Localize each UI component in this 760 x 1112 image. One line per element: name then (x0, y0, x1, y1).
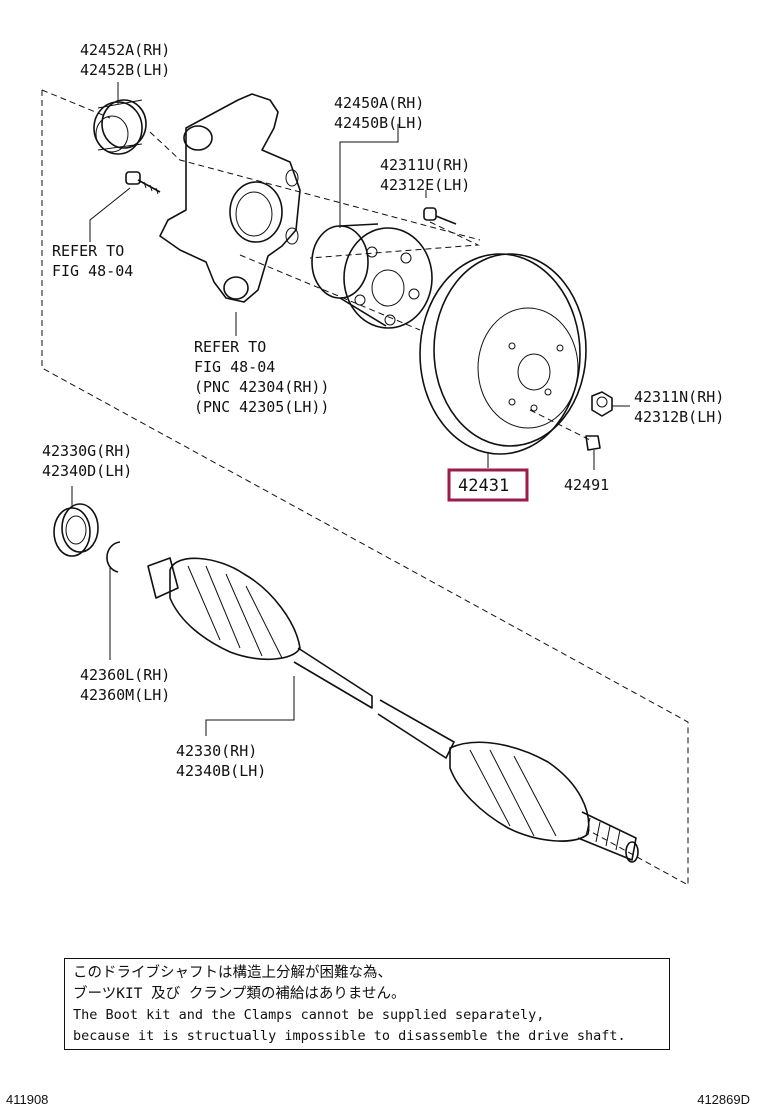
label-42330-lh: 42340B(LH) (176, 762, 266, 780)
brake-disc-42431[interactable] (419, 253, 587, 455)
hub-bearing-42450[interactable] (311, 223, 433, 329)
label-42311u-rh: 42311U(RH) (380, 156, 470, 174)
label-42311n: 42311N(RH) 42312B(LH) (634, 388, 724, 426)
label-42360: 42360L(RH) 42360M(LH) (80, 666, 170, 704)
label-42452: 42452A(RH) 42452B(LH) (80, 41, 170, 79)
label-42452-rh: 42452A(RH) (80, 41, 170, 59)
label-42491: 42491 (564, 476, 609, 494)
label-42450: 42450A(RH) 42450B(LH) (334, 94, 424, 132)
label-refer-1-line2: FIG 48-04 (52, 262, 133, 280)
note-line-en-1: The Boot kit and the Clamps cannot be su… (73, 1007, 545, 1023)
part-42431-highlight[interactable]: 42431 (447, 468, 529, 502)
footer-left-code: 411908 (6, 1092, 49, 1107)
snap-ring-42360[interactable] (106, 541, 121, 573)
label-42311n-rh: 42311N(RH) (634, 388, 724, 406)
label-42330: 42330(RH) 42340B(LH) (176, 742, 266, 780)
bearing-42452[interactable] (93, 99, 147, 155)
hub-plug-42491[interactable] (585, 435, 601, 451)
label-refer-2: REFER TO FIG 48-04 (PNC 42304(RH)) (PNC … (194, 338, 329, 416)
label-refer-1-line1: REFER TO (52, 242, 124, 260)
label-42311n-lh: 42312B(LH) (634, 408, 724, 426)
label-42431: 42431 (458, 476, 509, 496)
label-42360-lh: 42360M(LH) (80, 686, 170, 704)
label-42452-lh: 42452B(LH) (80, 61, 170, 79)
label-42330g: 42330G(RH) 42340D(LH) (42, 442, 132, 480)
label-refer-2-line3: (PNC 42304(RH)) (194, 378, 329, 396)
label-refer-1: REFER TO FIG 48-04 (52, 242, 133, 280)
label-42360-rh: 42360L(RH) (80, 666, 170, 684)
label-42311u: 42311U(RH) 42312E(LH) (380, 156, 470, 194)
label-42330g-lh: 42340D(LH) (42, 462, 132, 480)
oil-seal-42330g[interactable] (53, 503, 99, 557)
label-refer-2-line4: (PNC 42305(LH)) (194, 398, 329, 416)
steering-knuckle[interactable] (159, 93, 301, 303)
leader-lines (71, 82, 630, 736)
label-42330g-rh: 42330G(RH) (42, 442, 132, 460)
label-refer-2-line2: FIG 48-04 (194, 358, 275, 376)
note-line-jp-1: このドライブシャフトは構造上分解が困難な為、 (73, 965, 392, 981)
assembly-outline (41, 89, 689, 886)
note-line-jp-2: ブーツKIT 及び クランプ類の補給はありません。 (73, 986, 406, 1002)
note-line-en-2: because it is structually impossible to … (73, 1028, 626, 1044)
drive-shaft-42330[interactable] (147, 557, 639, 863)
supply-note: このドライブシャフトは構造上分解が困難な為、 ブーツKIT 及び クランプ類の補… (64, 958, 670, 1050)
label-42450-rh: 42450A(RH) (334, 94, 424, 112)
hub-bolt-42311u[interactable] (423, 207, 457, 225)
hub-nut-42311n[interactable] (591, 391, 613, 417)
label-42330-rh: 42330(RH) (176, 742, 257, 760)
label-refer-2-line1: REFER TO (194, 338, 266, 356)
highlight-box (447, 468, 529, 502)
bolt-refer-48-04[interactable] (125, 171, 161, 195)
label-42450-lh: 42450B(LH) (334, 114, 424, 132)
footer-right-code: 412869D (697, 1092, 750, 1107)
label-42311u-lh: 42312E(LH) (380, 176, 470, 194)
